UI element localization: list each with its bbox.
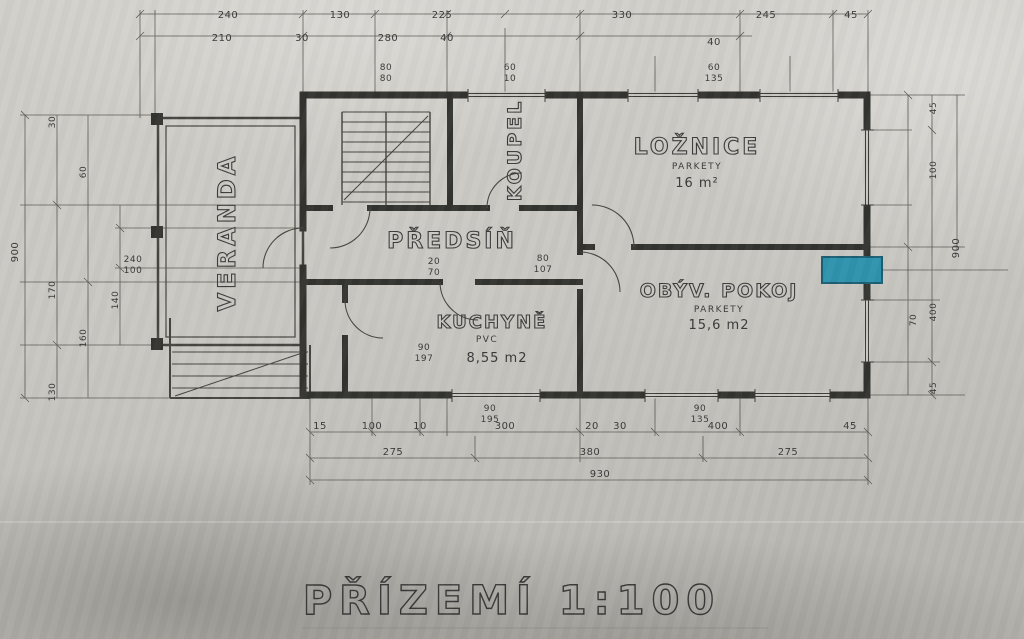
dim-label: 100 <box>929 161 939 180</box>
windows <box>451 89 874 402</box>
room-label-veranda: VERANDA <box>213 153 241 312</box>
room-area-kuchyne: 8,55 m2 <box>466 351 527 366</box>
dim-label: 40 <box>707 37 721 48</box>
dim-label: 135 <box>705 74 724 84</box>
dim-label: 20 <box>428 257 440 267</box>
dimension-labels-right: 45 100 900 400 70 45 <box>909 102 962 394</box>
veranda-post <box>151 226 163 238</box>
dim-label: 60 <box>79 166 89 178</box>
dim-label: 30 <box>613 421 627 432</box>
room-floor-obyv-pokoj: PARKETY <box>694 305 744 315</box>
highlight-marker <box>821 256 883 284</box>
dim-label: 140 <box>111 291 121 310</box>
dim-label: 30 <box>295 33 309 44</box>
marker-rect <box>822 257 882 283</box>
dim-label: 60 <box>708 63 720 73</box>
dim-label: 130 <box>330 10 351 21</box>
door-arcs <box>262 172 635 339</box>
dim-label: 10 <box>413 421 427 432</box>
dim-label: 240 <box>124 255 143 265</box>
dimension-labels-left: 900 30 170 130 60 160 140 240 100 <box>10 116 142 402</box>
dim-label: 90 <box>418 343 430 353</box>
dim-label: 275 <box>778 447 799 458</box>
dim-label: 80 <box>537 254 549 264</box>
staircase <box>341 111 431 205</box>
dim-label: 245 <box>756 10 777 21</box>
room-label-koupel: KOUPEL <box>504 99 526 201</box>
dim-label: 90 <box>694 404 706 414</box>
dim-label: 100 <box>124 266 143 276</box>
dim-label: 80 <box>380 63 392 73</box>
dim-label: 45 <box>844 10 858 21</box>
dim-label: 45 <box>929 102 939 114</box>
dim-label: 195 <box>481 415 500 425</box>
dim-label: 240 <box>218 10 239 21</box>
room-floor-kuchyne: PVC <box>476 335 498 345</box>
room-area-loznice: 16 m² <box>675 176 719 191</box>
dim-label: 300 <box>495 421 516 432</box>
room-floor-loznice: PARKETY <box>672 162 722 172</box>
room-area-obyv-pokoj: 15,6 m2 <box>688 318 749 333</box>
room-label-obyv-pokoj: OBÝV. POKOJ <box>640 278 799 302</box>
dim-label: 45 <box>843 421 857 432</box>
dim-label: 45 <box>929 382 939 394</box>
room-label-loznice: LOŽNICE <box>634 134 761 160</box>
dim-label: 30 <box>48 116 58 128</box>
dim-label: 70 <box>428 268 440 278</box>
dim-label: 210 <box>212 33 233 44</box>
plan-title-block: PŘÍZEMÍ 1:100 <box>302 575 768 629</box>
dim-label: 900 <box>10 242 21 263</box>
marker-border <box>821 256 883 284</box>
dim-label: 130 <box>48 383 58 402</box>
dim-label: 160 <box>79 329 89 348</box>
dim-label: 107 <box>534 265 553 275</box>
room-label-kuchyne: KUCHYNĚ <box>437 311 548 333</box>
veranda-post <box>151 338 163 350</box>
dim-label: 400 <box>929 303 939 322</box>
dim-label: 20 <box>585 421 599 432</box>
dim-label: 380 <box>580 447 601 458</box>
dim-label: 900 <box>951 238 962 259</box>
dim-label: 60 <box>504 63 516 73</box>
interior-walls <box>300 92 870 398</box>
dimension-labels-bottom: 15 100 10 300 20 30 400 45 275 380 275 9… <box>313 421 857 480</box>
dim-label: 225 <box>432 10 453 21</box>
dim-label: 80 <box>380 74 392 84</box>
plan-title: PŘÍZEMÍ 1:100 <box>303 576 721 624</box>
room-label-predsin: PŘEDSÍŇ <box>387 228 517 254</box>
porch-steps <box>169 318 311 399</box>
dim-label: 15 <box>313 421 327 432</box>
dim-label: 170 <box>48 281 58 300</box>
dim-label: 930 <box>590 469 611 480</box>
dim-label: 197 <box>415 354 434 364</box>
room-labels: VERANDA KOUPEL PŘEDSÍŇ LOŽNICE PARKETY 1… <box>212 98 799 366</box>
dimension-labels-inner: 90 197 80 107 20 70 90 195 90 135 <box>415 254 710 425</box>
dim-label: 135 <box>691 415 710 425</box>
veranda-post <box>151 113 163 125</box>
dim-label: 40 <box>440 33 454 44</box>
dim-label: 400 <box>708 421 729 432</box>
dimension-lines <box>20 9 1008 485</box>
dimension-labels-top: 240 130 225 330 245 45 210 30 280 40 40 … <box>212 10 858 84</box>
dim-label: 10 <box>504 74 516 84</box>
dim-label: 275 <box>383 447 404 458</box>
dim-label: 70 <box>909 314 919 326</box>
dim-label: 90 <box>484 404 496 414</box>
dim-label: 100 <box>362 421 383 432</box>
dim-label: 330 <box>612 10 633 21</box>
dim-label: 280 <box>378 33 399 44</box>
